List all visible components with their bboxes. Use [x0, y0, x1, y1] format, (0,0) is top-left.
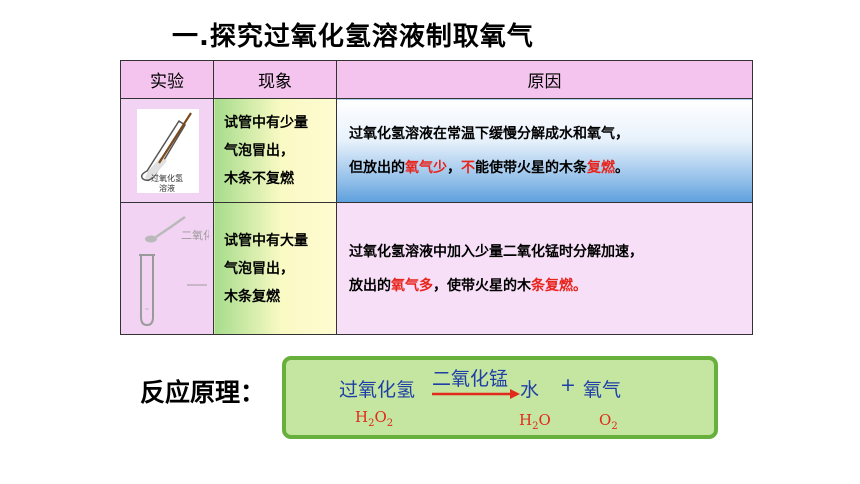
header-reason: 原因: [336, 60, 753, 99]
test-tube-illustration: 过氧化氢 溶液: [137, 109, 199, 193]
reason-segment: ，: [447, 159, 461, 176]
reason-segment: 能使带火星的木条: [475, 159, 587, 176]
plus-sign: +: [560, 374, 576, 396]
table-header-row: 实验 现象 原因: [120, 60, 753, 99]
phenomenon-line: 试管中有大量: [224, 232, 308, 249]
test-tube-icon: [139, 254, 155, 327]
reason-highlight: 氧气多: [391, 277, 433, 294]
reaction-arrow-icon: [432, 389, 520, 399]
formula-water: H2O: [519, 411, 551, 432]
phenomenon-cell: 试管中有大量 气泡冒出， 木条复燃: [213, 202, 337, 335]
reason-highlight: 不: [461, 159, 475, 176]
phenomenon-line: 气泡冒出，: [224, 260, 294, 277]
phenomenon-cell: 试管中有少量 气泡冒出， 木条不复燃: [213, 98, 337, 203]
reason-line: 过氧化氢溶液在常温下缓慢分解成水和氧气，: [349, 125, 629, 142]
phenomenon-line: 气泡冒出，: [224, 142, 294, 159]
reason-line: 放出的氧气多，使带火星的木条复燃。: [349, 269, 752, 303]
reaction-equation-box: 过氧化氢 二氧化锰 水 + 氧气 H2O2 H2O O2: [282, 356, 718, 439]
header-phenomenon: 现象: [213, 60, 337, 99]
reason-segment: ，使带火星的木: [433, 277, 531, 294]
phenomenon-line: 木条不复燃: [224, 170, 294, 187]
image-caption-line1: 二氧化锰: [181, 228, 209, 242]
image-caption-line1: 过氧化氢: [151, 173, 183, 183]
phenomenon-line: 试管中有少量: [224, 114, 308, 131]
reason-cell: 过氧化氢溶液中加入少量二氧化锰时分解加速， 放出的氧气多，使带火星的木条复燃。: [336, 202, 753, 335]
header-experiment: 实验: [120, 60, 214, 99]
reason-line: 过氧化氢溶液中加入少量二氧化锰时分解加速，: [349, 243, 643, 260]
test-tube-illustration: 二氧化锰: [129, 209, 225, 327]
reason-highlight: 复燃: [587, 159, 615, 176]
reason-segment: 但放出的: [349, 159, 405, 176]
reaction-principle-label: 反应原理：: [140, 378, 266, 407]
test-tube-icon: [140, 119, 187, 182]
image-caption-line2: 溶液: [159, 183, 175, 193]
table-row: 过氧化氢 溶液 试管中有少量 气泡冒出， 木条不复燃 过氧化氢溶液在常温下缓慢分…: [120, 98, 753, 203]
experiment-image-cell: 二氧化锰: [120, 202, 225, 335]
reason-highlight: 氧气少: [405, 159, 447, 176]
reactant-name: 过氧化氢: [339, 379, 416, 401]
product-water-name: 水: [520, 379, 540, 401]
experiment-image-cell: 过氧化氢 溶液: [120, 98, 214, 203]
reason-segment: 放出的: [349, 277, 391, 294]
catalyst-name: 二氧化锰: [432, 368, 509, 390]
page-title: 一.探究过氧化氢溶液制取氧气: [172, 22, 534, 52]
experiment-table: 实验 现象 原因 过氧化氢 溶液 试管中有少量: [120, 60, 753, 335]
table-row: 二氧化锰 试管中有大量 气泡冒出， 木条复燃 过氧化氢溶液中加入少量二氧化锰时分…: [120, 202, 753, 335]
reason-highlight: 条复燃: [531, 277, 573, 294]
reason-line: 但放出的氧气少，不能使带火星的木条复燃。: [349, 151, 752, 185]
spoon-icon: [145, 215, 186, 243]
reason-highlight: 。: [573, 277, 587, 294]
phenomenon-line: 木条复燃: [224, 288, 280, 305]
wooden-splint-icon: [158, 112, 192, 164]
formula-hydrogen-peroxide: H2O2: [355, 408, 394, 429]
product-oxygen-name: 氧气: [583, 379, 622, 401]
reason-cell: 过氧化氢溶液在常温下缓慢分解成水和氧气， 但放出的氧气少，不能使带火星的木条复燃…: [336, 98, 753, 203]
formula-oxygen: O2: [599, 411, 618, 432]
reason-segment: 。: [615, 159, 629, 176]
